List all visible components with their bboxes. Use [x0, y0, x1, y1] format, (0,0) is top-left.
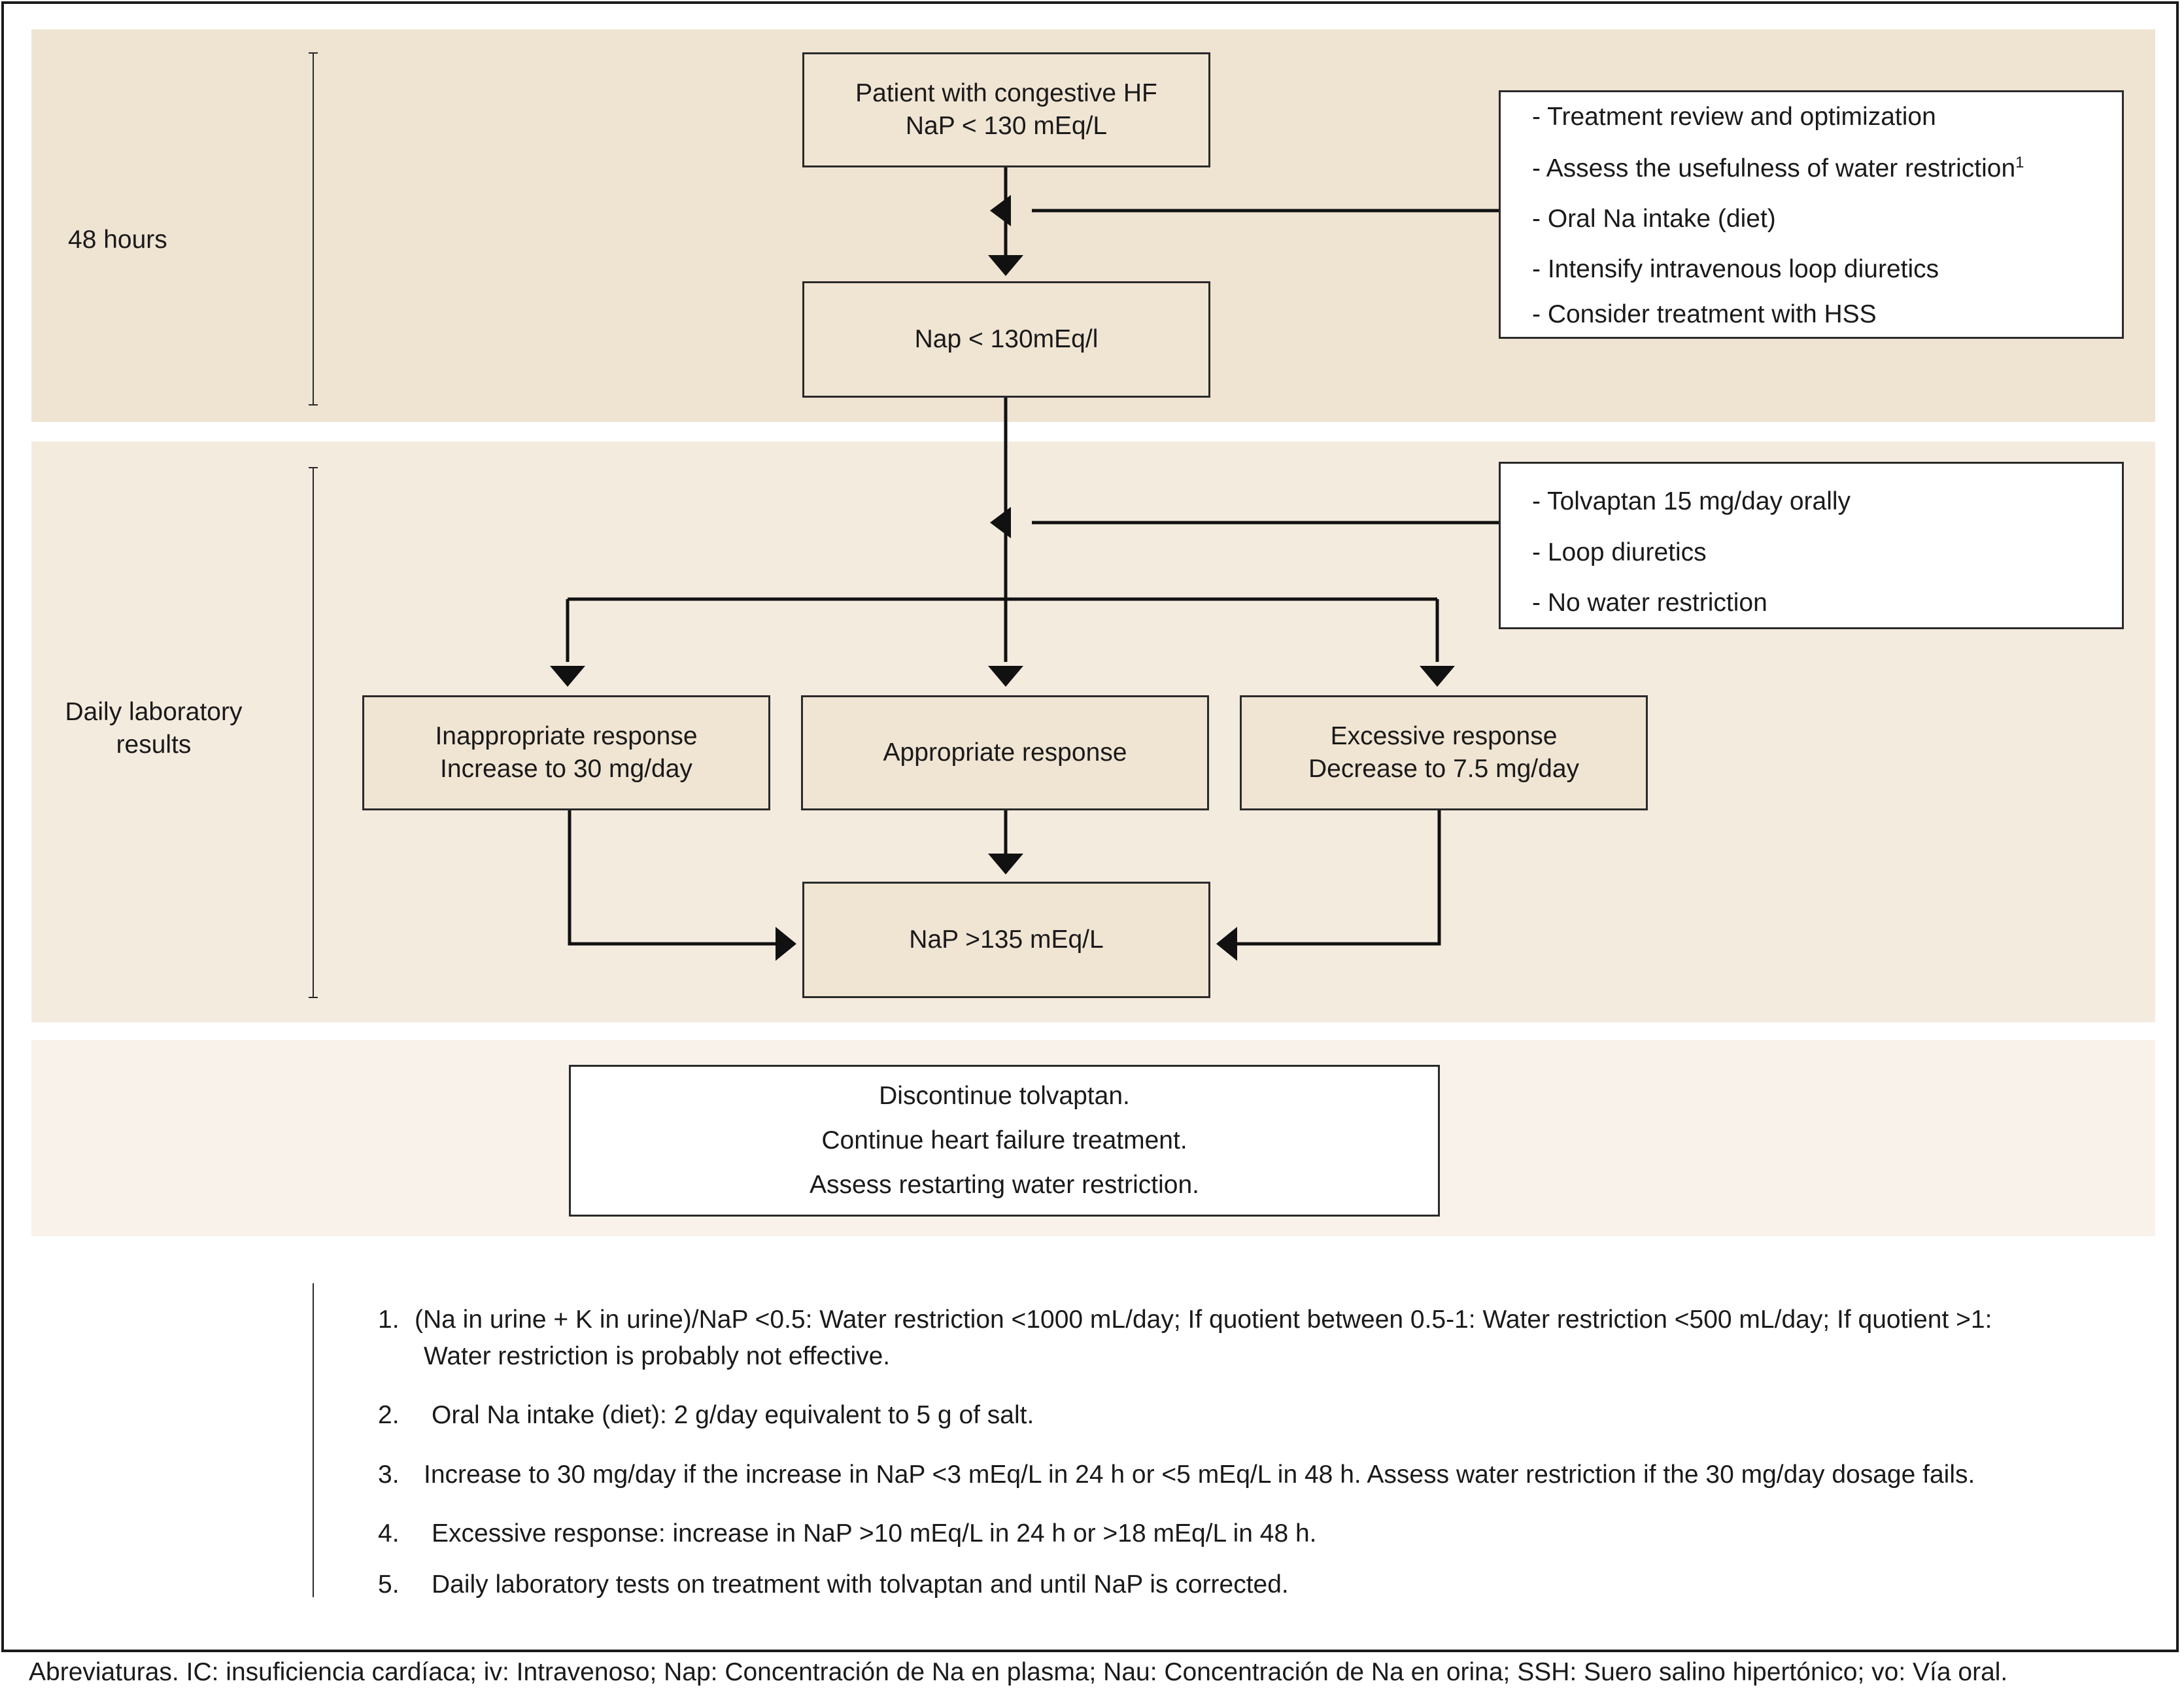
measure-item: - No water restriction	[1532, 589, 1767, 617]
phase-label-line: results	[116, 731, 192, 759]
timebar-tick	[309, 467, 318, 468]
timebar-daily-results	[313, 467, 314, 998]
footnote-5: 5. Daily laboratory tests on treatment w…	[378, 1566, 1289, 1603]
footnote-number: 1.	[378, 1306, 400, 1334]
arrowhead-right	[776, 927, 796, 961]
box-initial-measures: - Treatment review and optimization - As…	[1499, 90, 2124, 339]
figure-frame	[1, 1, 2179, 1652]
box-start-line: Patient with congestive HF	[855, 79, 1157, 107]
abbreviations-caption: Abreviaturas. IC: insuficiencia cardíaca…	[29, 1658, 2008, 1686]
box-start: Patient with congestive HF NaP < 130 mEq…	[802, 52, 1210, 167]
footnote-1: 1. (Na in urine + K in urine)/NaP <0.5: …	[378, 1302, 1992, 1375]
arrowhead-down	[1420, 666, 1455, 687]
box-excessive-line: Decrease to 7.5 mg/day	[1308, 755, 1580, 783]
box-appropriate-text: Appropriate response	[883, 738, 1127, 767]
box-nap-low-text: Nap < 130mEq/l	[914, 325, 1099, 353]
box-nap-target: NaP >135 mEq/L	[802, 882, 1210, 998]
box-nap-low: Nap < 130mEq/l	[802, 281, 1210, 398]
footnote-4: 4. Excessive response: increase in NaP >…	[378, 1515, 1317, 1552]
arrowhead-left	[1216, 927, 1237, 961]
box-excessive-response: Excessive response Decrease to 7.5 mg/da…	[1240, 695, 1648, 810]
timebar-tick	[309, 404, 318, 406]
footnote-2: 2. Oral Na intake (diet): 2 g/day equiva…	[378, 1397, 1034, 1434]
final-action-line: Discontinue tolvaptan.	[879, 1082, 1130, 1110]
measure-item: - Oral Na intake (diet)	[1532, 205, 1776, 233]
phase-label-daily-results: Daily laboratory results	[46, 696, 262, 761]
footnote-number: 4.	[378, 1519, 400, 1548]
measure-item: - Intensify intravenous loop diuretics	[1532, 255, 1939, 283]
phase-label-line: Daily laboratory	[65, 698, 243, 726]
arrowhead-down	[550, 666, 585, 687]
timebar-tick	[309, 997, 318, 998]
footnote-text: Oral Na intake (diet): 2 g/day equivalen…	[432, 1401, 1034, 1429]
footnote-marker: 1	[2015, 154, 2024, 171]
box-appropriate-response: Appropriate response	[801, 695, 1209, 810]
arrowhead-left	[990, 507, 1011, 538]
measure-item: - Tolvaptan 15 mg/day orally	[1532, 487, 1851, 515]
measure-item: - Treatment review and optimization	[1532, 103, 1936, 131]
timebar-tick	[309, 52, 318, 54]
footnote-text: Daily laboratory tests on treatment with…	[432, 1570, 1289, 1599]
final-action-line: Assess restarting water restriction.	[809, 1171, 1200, 1199]
box-inappropriate-response: Inappropriate response Increase to 30 mg…	[362, 695, 770, 810]
footnote-text: (Na in urine + K in urine)/NaP <0.5: Wat…	[415, 1306, 1992, 1334]
footnote-text: Increase to 30 mg/day if the increase in…	[424, 1461, 1975, 1489]
footnote-3: 3. Increase to 30 mg/day if the increase…	[378, 1457, 1975, 1493]
connector-inappropriate-to-target	[568, 810, 778, 946]
measure-item-text: - Assess the usefulness of water restric…	[1532, 154, 2016, 182]
timebar-48-hours	[313, 52, 314, 406]
box-inappropriate-line: Inappropriate response	[435, 722, 698, 750]
box-excessive-line: Excessive response	[1330, 722, 1558, 750]
measure-item: - Consider treatment with HSS	[1532, 300, 1877, 328]
final-action-line: Continue heart failure treatment.	[821, 1126, 1187, 1154]
phase-label-48-hours: 48 hours	[68, 226, 167, 254]
measure-item: - Assess the usefulness of water restric…	[1532, 154, 2024, 183]
measure-item: - Loop diuretics	[1532, 538, 1707, 566]
connector-excessive-to-target	[1236, 810, 1441, 946]
footnote-number: 5.	[378, 1570, 400, 1599]
footnote-text: Water restriction is probably not effect…	[424, 1342, 891, 1370]
arrowhead-left	[990, 195, 1011, 226]
arrowhead-down	[988, 255, 1023, 276]
box-inappropriate-line: Increase to 30 mg/day	[440, 755, 692, 783]
footnote-number: 3.	[378, 1461, 400, 1489]
notes-divider	[313, 1283, 314, 1597]
arrowhead-down	[988, 854, 1023, 874]
box-nap-target-text: NaP >135 mEq/L	[909, 926, 1104, 954]
footnote-number: 2.	[378, 1401, 400, 1429]
arrowhead-down	[988, 666, 1023, 687]
box-tolvaptan-measures: - Tolvaptan 15 mg/day orally - Loop diur…	[1499, 462, 2124, 629]
box-start-line: NaP < 130 mEq/L	[905, 112, 1108, 140]
box-final-actions: Discontinue tolvaptan. Continue heart fa…	[569, 1065, 1440, 1217]
footnote-text: Excessive response: increase in NaP >10 …	[432, 1519, 1317, 1548]
